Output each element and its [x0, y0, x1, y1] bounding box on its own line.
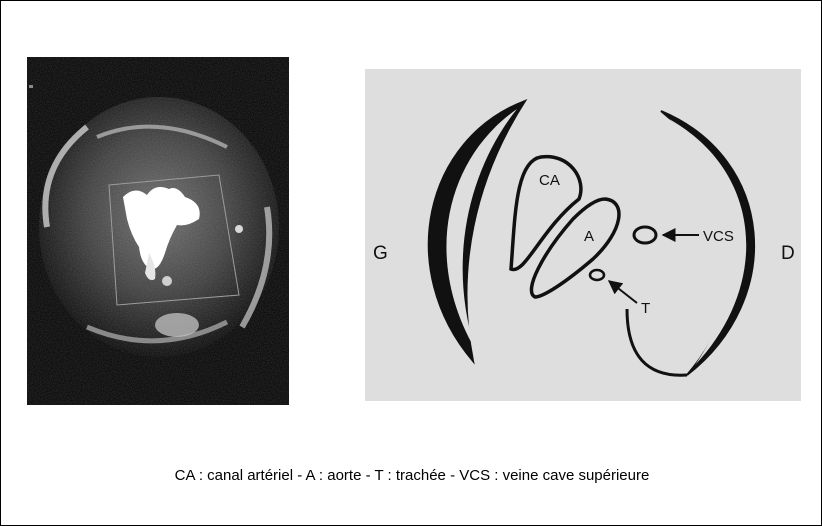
- caption: CA : canal artériel - A : aorte - T : tr…: [1, 467, 822, 484]
- ultrasound-graphic: [27, 57, 289, 405]
- ultrasound-image: [27, 57, 289, 405]
- label-a: A: [584, 228, 594, 245]
- label-vcs: VCS: [703, 228, 734, 245]
- schematic-drawing: G D CA A VCS T: [365, 69, 801, 401]
- label-ca: CA: [539, 172, 560, 189]
- label-d: D: [781, 243, 795, 264]
- label-t: T: [641, 300, 650, 317]
- label-g: G: [373, 243, 388, 264]
- schematic-svg: G D CA A VCS T: [365, 69, 801, 401]
